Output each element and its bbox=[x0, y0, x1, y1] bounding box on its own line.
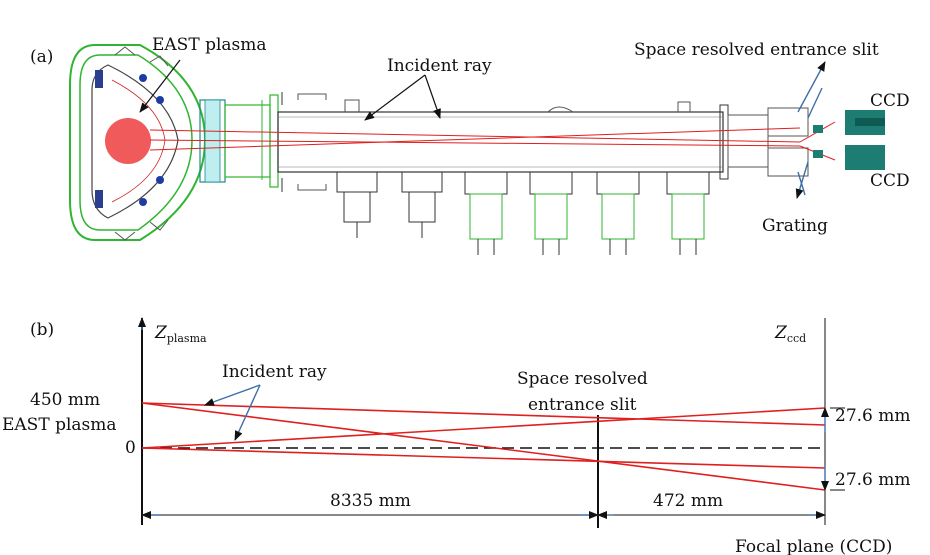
ray-pointer-arrows-b bbox=[204, 384, 261, 441]
rays-a bbox=[149, 121, 836, 161]
slit-label-b-line2: entrance slit bbox=[528, 395, 637, 415]
plasma-label-a: EAST plasma bbox=[152, 35, 267, 55]
ray-axis-to-upper bbox=[141, 407, 826, 449]
ray-pointer-arrow-2 bbox=[424, 74, 441, 119]
label-arrows-a bbox=[139, 59, 441, 121]
plasma-label-b: EAST plasma bbox=[2, 415, 117, 435]
ccd-offset-down-label: 27.6 mm bbox=[835, 470, 911, 490]
tokamak-vessel bbox=[69, 44, 207, 241]
panel-a: (a) bbox=[30, 35, 910, 255]
y450-label: 450 mm bbox=[30, 390, 100, 410]
slit-label-a: Space resolved entrance slit bbox=[634, 40, 879, 60]
plasma-pointer-arrow bbox=[139, 59, 181, 113]
panel-a-tag: (a) bbox=[30, 47, 53, 67]
distance-472-label: 472 mm bbox=[653, 491, 723, 511]
plasma-blob bbox=[105, 118, 151, 164]
ccd-label-top: CCD bbox=[870, 91, 910, 111]
ccd-label-bottom: CCD bbox=[870, 171, 910, 191]
ray-top-to-lower bbox=[141, 402, 826, 426]
grating-label: Grating bbox=[762, 216, 828, 236]
slit-label-b-line1: Space resolved bbox=[517, 369, 648, 389]
slit-grating bbox=[795, 61, 826, 199]
incident-ray-label-a: Incident ray bbox=[387, 56, 492, 76]
ray-pointer-arrow-1 bbox=[364, 74, 426, 121]
ccd-offset-arrows bbox=[821, 407, 845, 491]
panel-b-tag: (b) bbox=[30, 320, 54, 340]
incident-ray-label-b: Incident ray bbox=[222, 362, 327, 382]
ccd-offset-up-label: 27.6 mm bbox=[835, 406, 911, 426]
pump-assemblies bbox=[336, 171, 710, 255]
ccd-detectors bbox=[813, 110, 885, 170]
rays-b bbox=[141, 402, 826, 491]
panel-b: (b) bbox=[2, 317, 911, 555]
z-ccd-label: Zccd bbox=[774, 323, 806, 345]
beamline bbox=[199, 92, 809, 192]
ray-top-cross bbox=[141, 402, 826, 491]
y0-label: 0 bbox=[125, 438, 136, 458]
z-plasma-label: Zplasma bbox=[154, 323, 207, 345]
focal-plane-label: Focal plane (CCD) bbox=[735, 537, 892, 555]
ray-axis-to-lower bbox=[141, 447, 826, 469]
distance-8335-label: 8335 mm bbox=[330, 491, 411, 511]
